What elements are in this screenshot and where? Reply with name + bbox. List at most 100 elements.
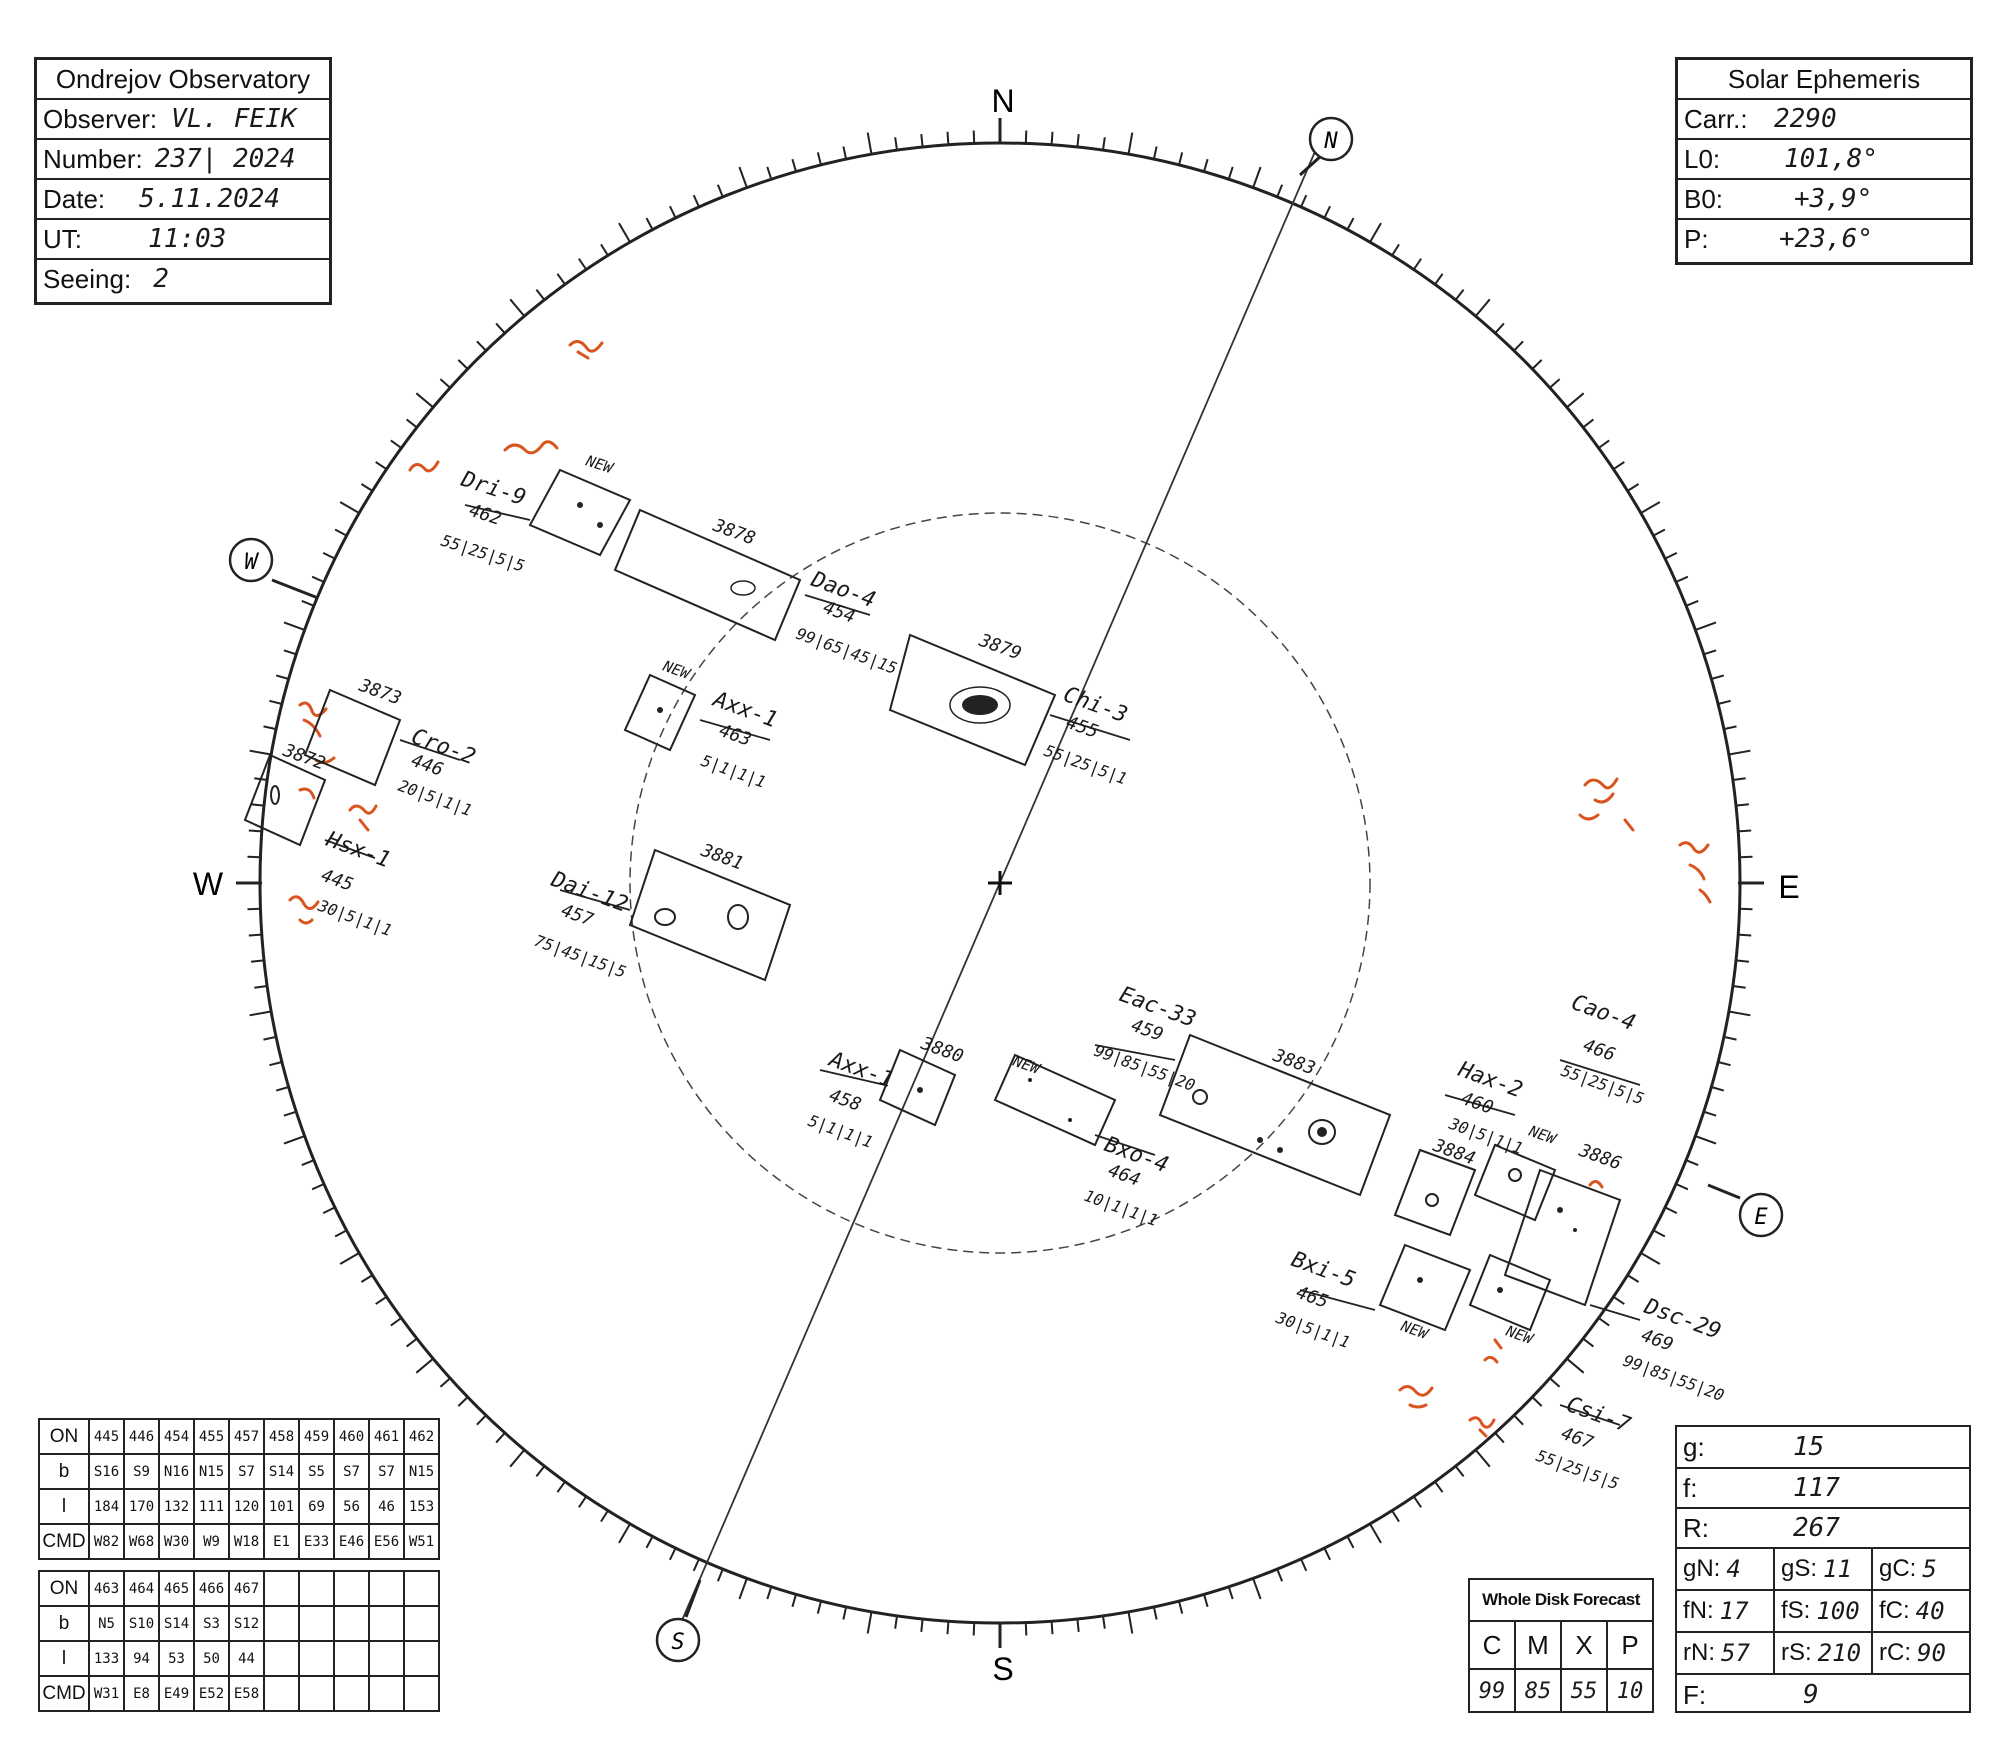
box-3883: [1158, 1033, 1392, 1197]
table-cell: S9: [123, 1453, 160, 1490]
helio-west-marker: W: [228, 537, 319, 600]
table-cell: W31: [88, 1675, 125, 1712]
fs-value: 100: [1816, 1597, 1860, 1625]
r-value: 267: [1793, 1513, 1840, 1543]
limb-tick: [1739, 855, 1753, 859]
limb-tick: [1566, 392, 1585, 409]
forecast-p-label: P: [1621, 1629, 1639, 1660]
limb-tick: [1127, 132, 1134, 155]
limb-tick: [1531, 1396, 1543, 1407]
b0-row: B0: +3,9°: [1678, 178, 1970, 218]
limb-tick: [1732, 985, 1746, 989]
table-cell: 46: [368, 1488, 405, 1525]
limb-tick: [509, 1449, 526, 1468]
limb-tick: [1152, 1606, 1158, 1620]
limb-tick: [439, 378, 451, 389]
seeing-label: Seeing:: [43, 263, 132, 294]
table-cell: 465: [158, 1570, 195, 1607]
limb-tick: [866, 132, 873, 155]
table-cell: 462: [403, 1418, 440, 1455]
table-cell: W9: [193, 1523, 230, 1560]
carr-row: Carr.: 2290: [1678, 98, 1970, 138]
south-label: S: [992, 1651, 1013, 1687]
table-cell: [403, 1675, 440, 1712]
limb-tick: [263, 725, 277, 731]
limb-tick: [1598, 439, 1610, 449]
helio-south-marker: S: [655, 1579, 702, 1663]
new-tag: NEW: [1010, 1052, 1044, 1079]
limb-tick: [495, 1432, 506, 1444]
limb-tick: [1076, 134, 1080, 148]
number-label: Number:: [43, 143, 143, 174]
observer-label: Observer:: [43, 103, 158, 134]
forecast-x-label: X: [1562, 1622, 1608, 1668]
limb-tick: [1323, 205, 1331, 219]
g-components-row: gN:4 gS:11 gC:5: [1677, 1547, 1969, 1589]
limb-tick: [254, 985, 268, 989]
mcintosh-class: Hsx-1: [322, 827, 394, 873]
limb-tick: [334, 528, 348, 537]
table-cell: E58: [228, 1675, 265, 1712]
table-cell: [263, 1570, 300, 1607]
limb-tick: [1723, 725, 1737, 731]
forecast-box: Whole Disk Forecast C M X P 99 85 55 10: [1468, 1578, 1654, 1713]
gc-cell: gC:5: [1873, 1549, 1969, 1589]
limb-tick: [1513, 340, 1524, 352]
observatory-title: Ondrejov Observatory: [37, 60, 329, 98]
table-cell: [298, 1570, 335, 1607]
table-cell: [403, 1605, 440, 1642]
gc-label: gC:: [1879, 1555, 1917, 1582]
box-3878: [613, 508, 802, 642]
flare-probabilities: 20|5|1|1: [396, 776, 475, 820]
region-number: 3879: [975, 630, 1024, 665]
helio-east-marker: E: [1707, 1183, 1784, 1238]
limb-tick: [600, 243, 609, 256]
flare-probabilities: 99|65|45|15: [794, 624, 900, 678]
table-cell: 459: [298, 1418, 335, 1455]
limb-tick: [1685, 599, 1699, 607]
table-cell: N5: [88, 1605, 125, 1642]
table-cell: [368, 1640, 405, 1677]
table-cell: 69: [298, 1488, 335, 1525]
mcintosh-class: Cao-4: [1568, 990, 1639, 1036]
table-cell: 461: [368, 1418, 405, 1455]
forecast-title-text: Whole Disk Forecast: [1482, 1590, 1640, 1609]
limb-tick: [405, 1337, 418, 1348]
limb-tick: [1703, 649, 1717, 656]
region-number: 3886: [1575, 1140, 1624, 1175]
limb-tick: [251, 803, 265, 807]
g-row: g: 15: [1677, 1427, 1969, 1467]
p-value: +23,6°: [1779, 224, 1873, 254]
table-cell: E46: [333, 1523, 370, 1560]
limb-tick: [1627, 483, 1640, 492]
f-value: 117: [1793, 1473, 1840, 1503]
limb-tick: [556, 1481, 566, 1493]
limb-tick: [249, 1010, 272, 1017]
l0-row: L0: 101,8°: [1678, 138, 1970, 178]
table-cell: S14: [158, 1605, 195, 1642]
group-on-number: 462: [466, 500, 503, 530]
limb-tick: [375, 1295, 388, 1305]
table-cell: [333, 1570, 370, 1607]
limb-tick: [457, 1396, 469, 1407]
seeing-row: Seeing: 2: [37, 258, 329, 298]
limb-tick: [1227, 166, 1234, 180]
ephemeris-title-text: Solar Ephemeris: [1727, 63, 1921, 94]
mcintosh-class: Dri-9: [457, 467, 529, 512]
limb-tick: [1276, 184, 1284, 198]
table-cell: 101: [263, 1488, 300, 1525]
limb-tick: [311, 575, 325, 583]
flare-probabilities: 5|1|1|1: [806, 1111, 876, 1152]
limb-tick: [1024, 1622, 1028, 1636]
table-cell: 467: [228, 1570, 265, 1607]
limb-tick: [1152, 146, 1158, 160]
limb-tick: [1513, 1414, 1524, 1426]
limb-tick: [766, 166, 773, 180]
limb-tick: [1076, 1618, 1080, 1632]
flare-probabilities: 10|1|1|1: [1082, 1186, 1161, 1230]
flare-probabilities: 5|1|1|1: [699, 751, 769, 792]
limb-tick: [692, 194, 700, 208]
limb-tick: [1675, 1183, 1689, 1191]
